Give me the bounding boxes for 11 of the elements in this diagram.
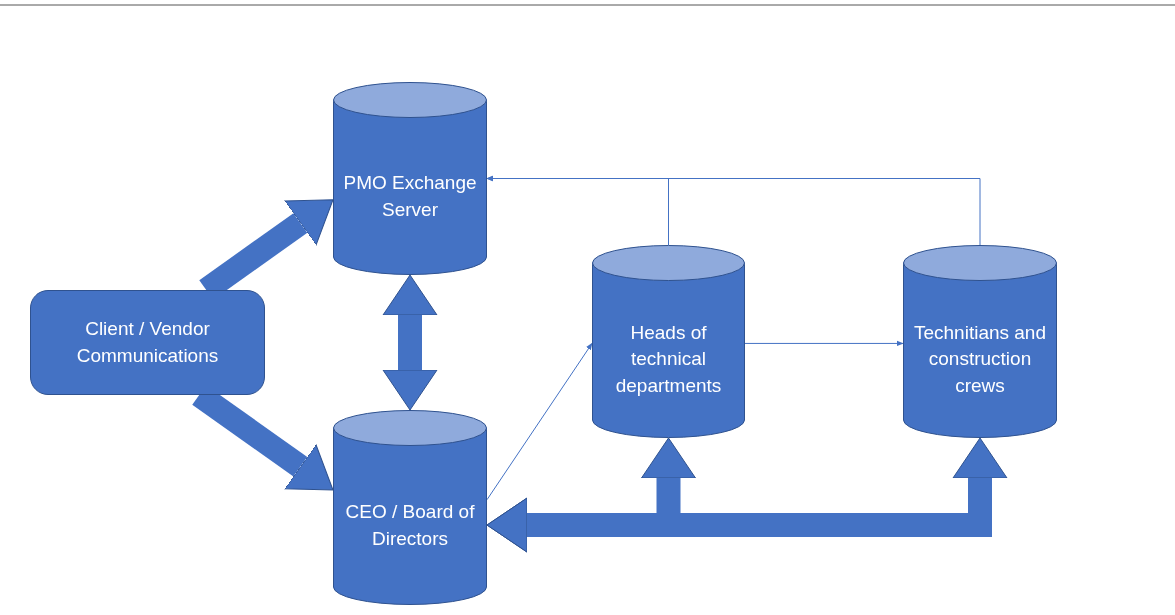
arrow	[486, 342, 593, 501]
process-box	[30, 290, 265, 395]
block-arrow	[382, 274, 438, 411]
arrow	[486, 175, 981, 246]
node-label: Client / Vendor Communications	[75, 316, 220, 368]
node-label: PMO Exchange Server	[342, 170, 478, 222]
node-label: CEO / Board of Directors	[344, 499, 476, 551]
node-label: Technitians and construction crews	[912, 320, 1047, 398]
block-arrow	[486, 437, 1008, 553]
node-label: Heads of technical departments	[614, 320, 723, 398]
arrow	[744, 340, 904, 347]
